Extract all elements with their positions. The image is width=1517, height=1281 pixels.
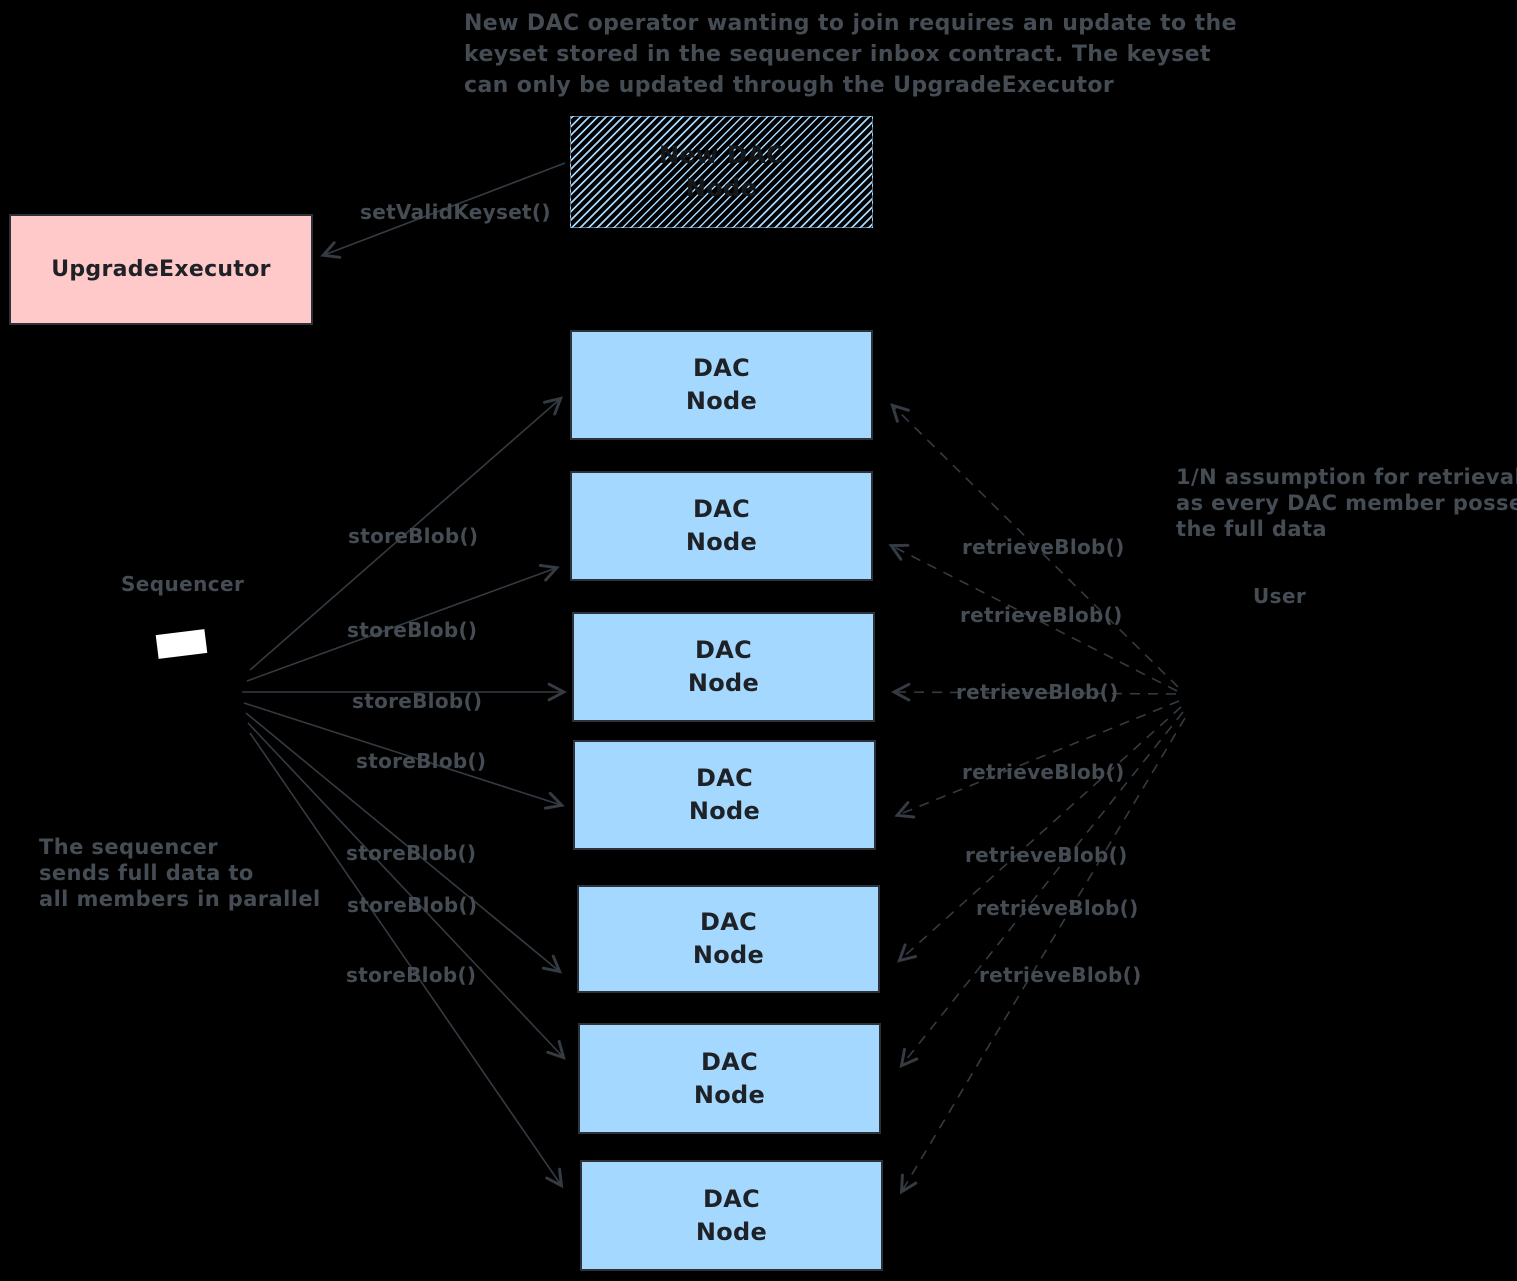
retrieve-blob-arrow-5: [897, 706, 1182, 963]
store-blob-arrow-6: [247, 722, 566, 1060]
dac-node-label-line2: Node: [692, 941, 765, 969]
dac-node-box-7: DAC Node: [580, 1160, 883, 1271]
left-annotation: The sequencer sends full data to all mem…: [39, 834, 321, 912]
upgrade-executor-box: UpgradeExecutor: [9, 214, 313, 325]
retrieve-blob-label: retrieveBlob(): [962, 535, 1125, 559]
store-blob-arrow-7: [249, 732, 564, 1189]
dac-node-box-1: DAC Node: [570, 330, 873, 440]
dac-node-box-3: DAC Node: [572, 612, 875, 722]
right-annotation: 1/N assumption for retrievability, as ev…: [1176, 464, 1517, 542]
dac-node-label-line2: Node: [695, 1217, 768, 1246]
retrieve-blob-arrow-4: [894, 700, 1180, 819]
retrieve-blob-arrow-6: [899, 711, 1184, 1069]
dac-node-box-4: DAC Node: [573, 740, 876, 850]
top-annotation: New DAC operator wanting to join require…: [464, 8, 1237, 101]
store-blob-arrow-4: [243, 702, 565, 810]
retrieve-blob-label: retrieveBlob(): [962, 760, 1125, 784]
upgrade-executor-label: UpgradeExecutor: [51, 257, 271, 282]
retrieve-blob-arrow-7: [899, 717, 1186, 1195]
left-annotation-line: The sequencer: [39, 835, 218, 859]
dac-node-label-line2: Node: [685, 528, 758, 556]
retrieve-blob-arrow-3: [890, 682, 1177, 702]
dac-node-label-line2: Node: [688, 797, 761, 825]
store-blob-label: storeBlob(): [352, 689, 483, 713]
retrieve-blob-label: retrieveBlob(): [979, 963, 1142, 987]
dac-node-label-line1: DAC: [702, 1184, 760, 1213]
dac-node-label-line2: Node: [693, 1080, 766, 1109]
store-blob-label: storeBlob(): [347, 618, 478, 642]
store-blob-arrow-5: [245, 712, 563, 974]
store-blob-label: storeBlob(): [347, 893, 478, 917]
store-blob-label: storeBlob(): [348, 524, 479, 548]
user-label: User: [1253, 584, 1307, 608]
top-annotation-line: keyset stored in the sequencer inbox con…: [464, 42, 1211, 67]
store-blob-label: storeBlob(): [346, 841, 477, 865]
left-annotation-line: all members in parallel: [39, 887, 321, 911]
retrieve-blob-label: retrieveBlob(): [960, 603, 1123, 627]
retrieve-blob-label: retrieveBlob(): [976, 896, 1139, 920]
dac-node-label-line1: DAC: [692, 495, 750, 523]
right-annotation-line: the full data: [1176, 517, 1327, 541]
retrieve-blob-label: retrieveBlob(): [956, 680, 1119, 704]
dac-node-label-line1: DAC: [695, 764, 753, 792]
left-annotation-line: sends full data to: [39, 861, 254, 885]
store-blob-label: storeBlob(): [356, 749, 487, 773]
dac-node-label-line1: DAC: [692, 354, 750, 382]
dac-node-box-5: DAC Node: [577, 885, 880, 993]
store-blob-arrow-1: [249, 396, 564, 671]
dac-node-label-line1: DAC: [699, 908, 757, 936]
right-annotation-line: as every DAC member possesses: [1176, 491, 1517, 515]
dac-node-box-6: DAC Node: [578, 1023, 881, 1134]
retrieve-blob-label: retrieveBlob(): [965, 843, 1128, 867]
store-blob-arrow-2: [246, 563, 560, 682]
dac-node-label-line2: Node: [687, 669, 760, 697]
dac-node-box-2: DAC Node: [570, 471, 873, 581]
right-annotation-line: 1/N assumption for retrievability,: [1176, 465, 1517, 489]
dac-node-label-line2: Node: [685, 387, 758, 415]
retrieve-blob-arrow-1: [890, 403, 1179, 688]
top-annotation-line: New DAC operator wanting to join require…: [464, 11, 1237, 36]
new-dac-node-box: New DAC Node: [570, 116, 873, 228]
set-valid-keyset-arrow: [320, 162, 566, 259]
new-dac-node-label-line2: Node: [685, 174, 758, 202]
top-annotation-line: can only be updated through the UpgradeE…: [464, 73, 1115, 98]
sequencer-label: Sequencer: [121, 572, 245, 596]
dac-node-label-line1: DAC: [694, 636, 752, 664]
dac-node-label-line1: DAC: [700, 1047, 758, 1076]
store-blob-label: storeBlob(): [346, 963, 477, 987]
new-dac-node-label-line1: New DAC: [658, 141, 785, 169]
set-valid-keyset-label: setValidKeyset(): [360, 200, 551, 224]
